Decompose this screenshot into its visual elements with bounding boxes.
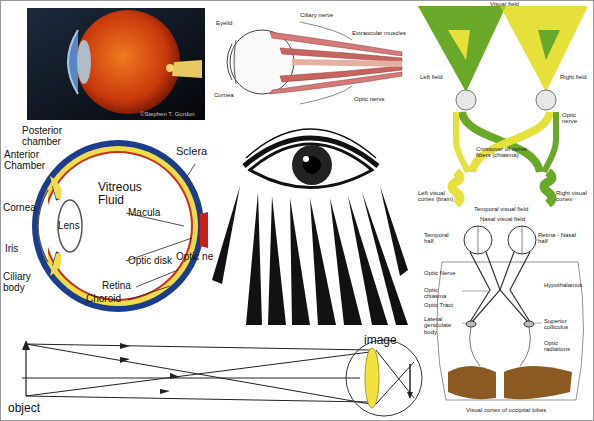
part-name: Lens	[58, 221, 80, 232]
part-name: Temporal half	[424, 232, 460, 245]
part-name: Left visual cortex (brain)	[418, 190, 458, 203]
part-name: Crossover of nerve fibers (chiasma)	[476, 146, 536, 159]
part-name: Right visual cortex	[556, 190, 590, 203]
object-label: object	[8, 402, 40, 415]
part-name: Visual field	[490, 1, 519, 7]
watermark: ©Stephen T. Gordon	[140, 111, 195, 117]
part-name: Iris	[5, 244, 18, 255]
part-name: Hypothalamus	[544, 282, 582, 288]
part-name: Right field	[560, 74, 587, 80]
part-name: Optic radiations	[544, 340, 584, 353]
part-name: Temporal visual field	[474, 206, 528, 212]
part-name: Optic Nerve	[424, 270, 456, 276]
part-name: Cornea	[3, 203, 36, 214]
part-name: Extraocular muscles	[352, 30, 406, 36]
part-name: Optic nerve	[354, 96, 385, 102]
part-name: Ciliary body	[3, 272, 43, 293]
part-name: Anterior Chamber	[4, 150, 56, 171]
part-name: Choroid	[86, 294, 121, 305]
part-name: Visual cortex of occipital lobes	[466, 407, 546, 413]
part-name: Macula	[128, 208, 160, 219]
part-name: Optic nerve	[562, 112, 586, 125]
part-name: Left field	[420, 74, 443, 80]
part-name: Posterior chamber	[22, 126, 74, 147]
part-name: Optic chiasma	[424, 287, 460, 300]
part-name: Optic Tract	[424, 302, 453, 308]
part-name: Cornea	[214, 92, 234, 98]
image-label: image	[364, 334, 397, 347]
part-name: Sclera	[176, 146, 207, 158]
part-name: Superior colliculus	[544, 318, 584, 331]
part-name: Ciliary nerve	[300, 12, 333, 18]
part-name: Retina	[102, 281, 131, 292]
part-name: Lateral geniculate body	[424, 316, 460, 335]
part-name: Eyelid	[216, 20, 232, 26]
part-name: Optic disk	[128, 256, 172, 267]
part-name: Retina - Nasal half	[538, 232, 584, 245]
part-name: Vitreous Fluid	[98, 181, 158, 206]
part-name: Optic ne	[176, 252, 213, 263]
part-name: Nasal visual field	[480, 216, 525, 222]
